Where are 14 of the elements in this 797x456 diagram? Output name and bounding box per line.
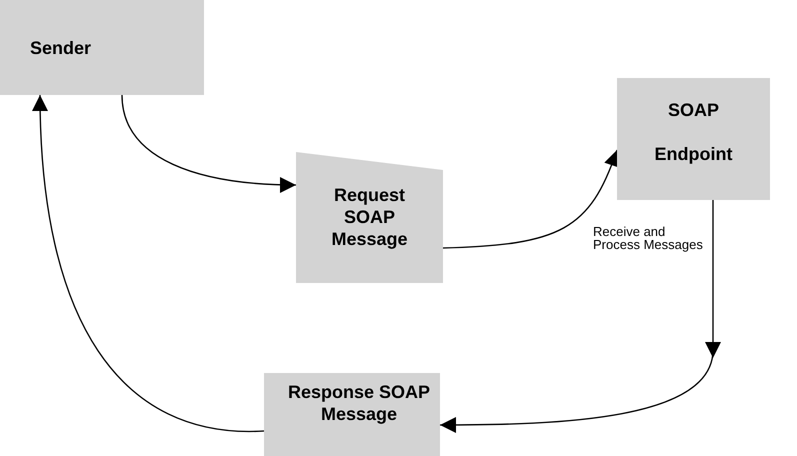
process-box — [617, 78, 770, 200]
node-label: Request SOAP Message — [330, 184, 409, 250]
arrow — [121, 94, 296, 193]
arrow — [32, 94, 264, 432]
process-box — [264, 373, 440, 456]
node-label: Response SOAP Message — [286, 381, 432, 425]
node-label: SOAP — [668, 99, 719, 121]
node-label: Sender — [30, 36, 92, 58]
node-label: Endpoint — [654, 143, 732, 165]
process-box — [0, 0, 204, 95]
process-box — [296, 152, 443, 283]
edge-label: Receive and Process Messages — [593, 225, 703, 251]
arrow — [442, 150, 619, 249]
arrow — [440, 200, 721, 433]
